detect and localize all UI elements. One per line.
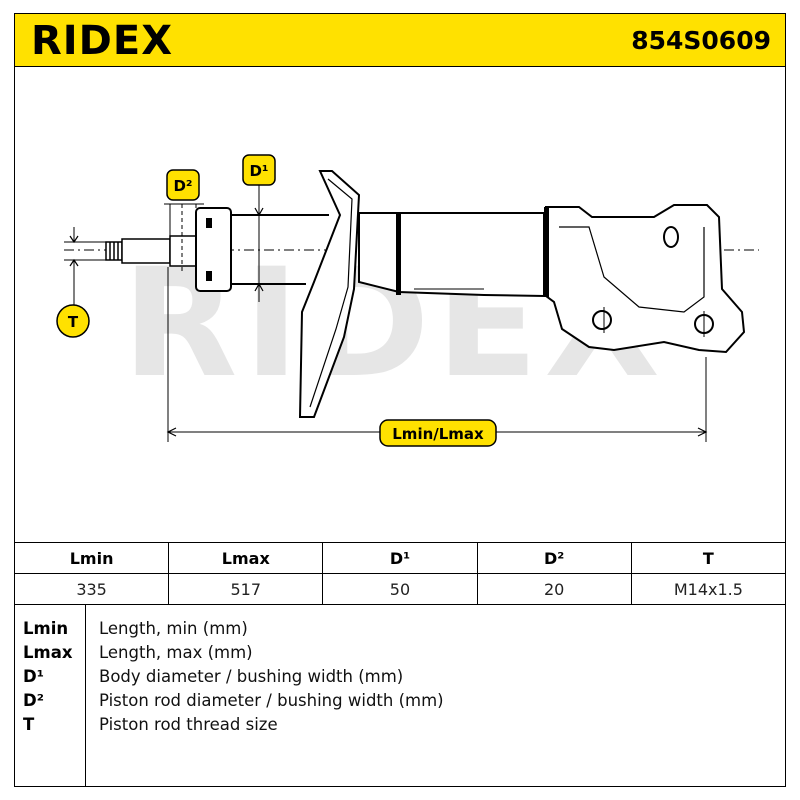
svg-text:D¹: D¹ [249, 162, 268, 180]
spec-header-d2: D² [476, 542, 632, 574]
legend-abbr: Lmin [23, 619, 69, 638]
legend-box: Lmin Length, min (mm) Lmax Length, max (… [14, 605, 786, 787]
spec-value-d1: 50 [322, 573, 478, 605]
spec-value-lmax: 517 [168, 573, 324, 605]
spec-header-lmax: Lmax [168, 542, 324, 574]
part-number: 854S0609 [631, 26, 771, 55]
spec-header-d1: D¹ [322, 542, 478, 574]
spec-header-row: Lmin Lmax D¹ D² T [13, 542, 787, 574]
svg-text:D²: D² [173, 177, 192, 195]
svg-text:T: T [68, 313, 79, 331]
damper-body [358, 212, 545, 298]
legend-desc: Piston rod thread size [99, 715, 278, 734]
dimension-d2 [164, 203, 204, 272]
callout-t: T [56, 304, 90, 338]
legend-abbr: T [23, 715, 35, 734]
legend-desc: Length, min (mm) [99, 619, 248, 638]
spec-value-lmin: 335 [13, 573, 170, 605]
callout-length: Lmin/Lmax [379, 419, 497, 447]
header-bar: RIDEX 854S0609 [14, 13, 786, 67]
spring-seat [298, 170, 361, 418]
callout-d2: D² [166, 169, 200, 201]
spec-table: Lmin Lmax D¹ D² T 335 517 50 20 M14x1.5 [13, 542, 787, 605]
legend-desc: Length, max (mm) [99, 643, 253, 662]
svg-text:Lmin/Lmax: Lmin/Lmax [392, 425, 484, 443]
callout-d1: D¹ [242, 154, 276, 186]
spec-value-t: M14x1.5 [630, 573, 787, 605]
spec-value-d2: 20 [476, 573, 632, 605]
piston-rod [105, 235, 197, 267]
dimension-t [64, 227, 106, 307]
legend-abbr: D² [23, 691, 44, 710]
spec-value-row: 335 517 50 20 M14x1.5 [13, 573, 787, 605]
legend-desc: Piston rod diameter / bushing width (mm) [99, 691, 444, 710]
legend-abbr: D¹ [23, 667, 44, 686]
legend-desc: Body diameter / bushing width (mm) [99, 667, 404, 686]
brand-logo: RIDEX [31, 18, 174, 64]
knuckle-bracket [544, 204, 746, 354]
top-mount [195, 207, 329, 292]
spec-header-lmin: Lmin [13, 542, 170, 574]
legend-abbr: Lmax [23, 643, 73, 662]
legend-divider [85, 605, 86, 786]
shock-absorber-drawing: RIDEX [56, 154, 759, 447]
dimension-d1 [254, 182, 264, 302]
spec-header-t: T [630, 542, 787, 574]
